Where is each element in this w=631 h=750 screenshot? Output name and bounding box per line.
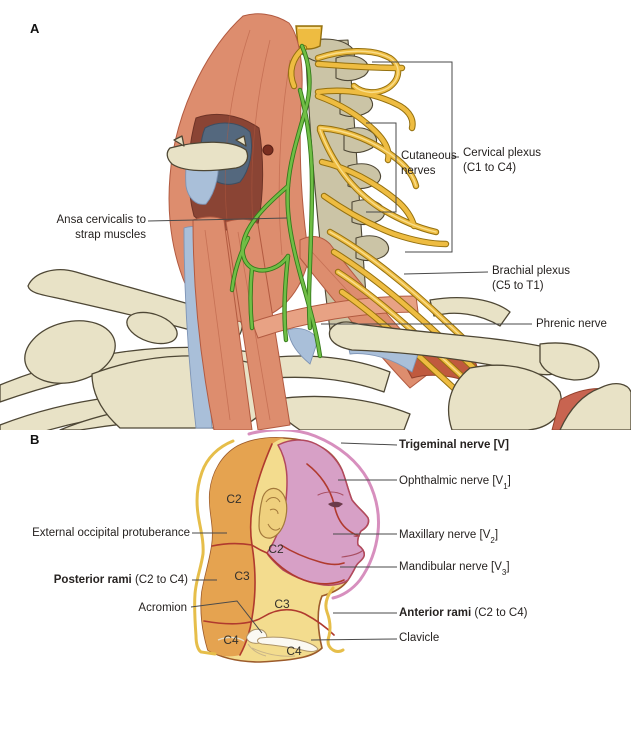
label-maxillary-nerve: Maxillary nerve [V2] [399,528,499,546]
label-ansa-cervicalis: Ansa cervicalis to strap muscles [28,213,146,242]
anterior-rami-extent-line [193,439,345,656]
region-label-c4-anterior: C4 [286,644,302,658]
trigeminal-extent-line [247,430,380,600]
label-line: strap muscles [75,228,146,241]
posterior-rami-region [201,437,284,657]
label-text: (C2 to C4) [131,574,188,586]
label-mandibular-nerve: Mandibular nerve [V3] [399,560,510,578]
label-clavicle: Clavicle [399,632,440,644]
label-acromion: Acromion [138,602,187,614]
label-external-occipital-protuberance: External occipital protuberance [32,527,190,539]
eye [328,501,343,508]
label-brachial-plexus: Brachial plexus (C5 to T1) [492,264,570,293]
subscript: 2 [490,536,495,546]
label-text: ] [494,529,499,541]
ear [258,487,288,539]
label-text-bold: Anterior rami [399,607,472,619]
clavicle-leader [310,638,398,641]
panel-b-annotation-lines [190,442,398,641]
ansa-cervicalis-leader [147,217,288,222]
subscript: 3 [501,568,507,578]
label-line: Brachial plexus [492,265,570,277]
label-line: (C1 to C4) [463,161,517,174]
acromion-leader [190,600,263,634]
label-cervical-plexus: Cervical plexus (C1 to C4) [463,146,541,175]
label-posterior-rami: Posterior rami (C2 to C4) [54,573,188,588]
region-label-c2-anterior: C2 [268,542,284,556]
label-trigeminal-nerve: Trigeminal nerve [V] [399,439,509,451]
trigeminal-leader [340,442,398,446]
label-text: ] [506,561,510,573]
label-line: Cervical plexus [463,147,541,159]
label-line: Cutaneous [401,150,457,162]
head-dermatome-illustration: C2 C2 C3 C3 C4 C4 [190,430,398,663]
label-text: ] [507,475,511,487]
panel-b-letter: B [30,432,40,447]
subscript: 1 [503,482,508,492]
label-phrenic-nerve: Phrenic nerve [536,318,607,330]
neck-cervical-plexus-illustration [0,13,631,430]
cutaneous-nerves-bracket [366,122,397,213]
label-text: Maxillary nerve [V [399,529,491,541]
label-line: (C5 to T1) [492,279,544,292]
clavicle-sketch [217,628,319,657]
panel-a-letter: A [30,21,40,36]
label-line: nerves [401,164,436,177]
label-text: Ophthalmic nerve [V [399,475,504,487]
region-label-c4-posterior: C4 [223,633,239,647]
dermatome-region-labels: C2 C2 C3 C3 C4 C4 [223,492,302,658]
region-label-c3-posterior: C3 [234,569,250,583]
region-label-c3-anterior: C3 [274,597,290,611]
right-clavicle-and-scapula [328,321,631,430]
region-label-c2-posterior: C2 [226,492,242,506]
label-anterior-rami: Anterior rami (C2 to C4) [399,606,527,621]
brachial-plexus-leader [403,271,489,275]
label-line: Ansa cervicalis to [56,214,146,226]
label-cutaneous-nerves: Cutaneous nerves [401,149,457,178]
panel-a-annotation-lines [147,61,532,325]
label-text: (C2 to C4) [471,607,528,619]
label-text-bold: Posterior rami [53,574,132,586]
fascia-patch [287,328,319,365]
label-ophthalmic-nerve: Ophthalmic nerve [V1] [399,474,511,492]
label-text: Mandibular nerve [V [399,561,502,573]
hyoid-bone [166,135,249,172]
face-features [317,491,363,558]
